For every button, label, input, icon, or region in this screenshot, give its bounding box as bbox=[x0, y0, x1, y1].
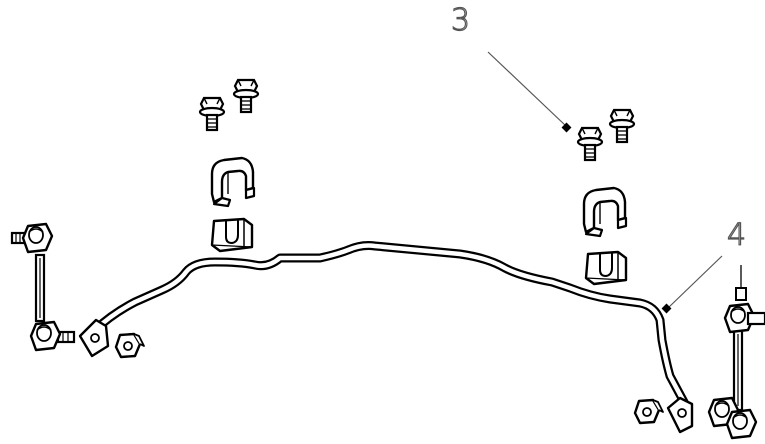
leader-line-3 bbox=[487, 51, 572, 133]
callout-number-4: 4 bbox=[726, 218, 747, 253]
bushing-left bbox=[210, 217, 254, 253]
bolt-left-rear bbox=[232, 78, 260, 114]
stabilizer-link-right bbox=[707, 265, 765, 440]
bolt-left-front bbox=[198, 96, 226, 132]
bar-end-left bbox=[78, 318, 110, 358]
nut-right bbox=[633, 398, 665, 425]
bolt-right-front bbox=[576, 126, 604, 162]
callout-number-3: 3 bbox=[450, 3, 471, 38]
leader-line-4 bbox=[661, 255, 723, 314]
bracket-right bbox=[582, 186, 628, 238]
nut-left bbox=[114, 332, 146, 359]
bar-end-right bbox=[666, 396, 694, 434]
bracket-left bbox=[210, 156, 256, 208]
stabilizer-link-left bbox=[10, 222, 76, 352]
stabilizer-bar bbox=[90, 241, 689, 407]
bushing-right bbox=[584, 250, 628, 286]
bolt-right-rear bbox=[608, 108, 636, 144]
